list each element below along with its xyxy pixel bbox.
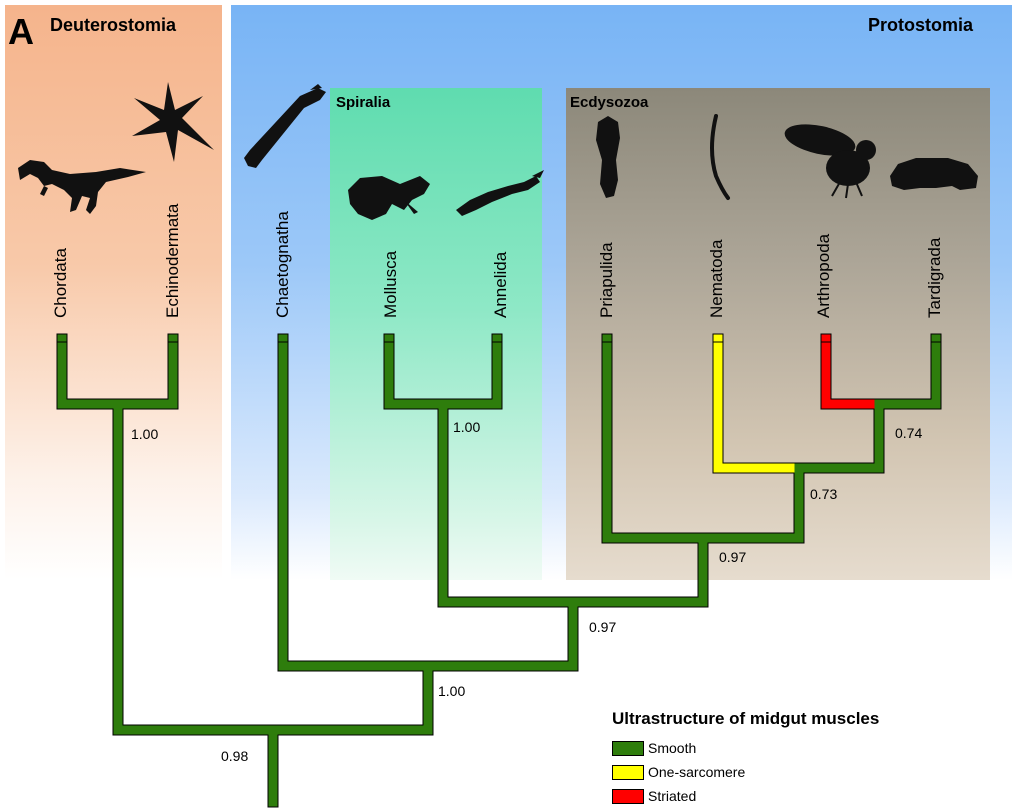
tip-cap-nematoda xyxy=(713,334,723,342)
support-panarthropoda: 0.74 xyxy=(895,425,922,441)
taxon-chaetognatha: Chaetognatha xyxy=(274,211,291,318)
support-ecdysozoa: 0.97 xyxy=(719,549,746,565)
taxon-annelida: Annelida xyxy=(492,252,509,318)
taxon-tardigrada: Tardigrada xyxy=(926,238,943,318)
legend-label-striated: Striated xyxy=(648,788,696,804)
legend-swatch-smooth xyxy=(612,741,644,756)
taxon-arthropoda: Arthropoda xyxy=(815,234,832,318)
support-deuterostomia: 1.00 xyxy=(131,426,158,442)
tip-cap-annelida xyxy=(492,334,502,342)
tip-cap-tardigrada xyxy=(931,334,941,342)
support-nematoda: 0.73 xyxy=(810,486,837,502)
legend-label-one-sarcomere: One-sarcomere xyxy=(648,764,745,780)
tip-cap-mollusca xyxy=(384,334,394,342)
taxon-mollusca: Mollusca xyxy=(382,251,399,318)
tip-cap-echinodermata xyxy=(168,334,178,342)
tip-cap-chordata xyxy=(57,334,67,342)
taxon-echinodermata: Echinodermata xyxy=(164,204,181,318)
legend-label-smooth: Smooth xyxy=(648,740,696,756)
legend-title: Ultrastructure of midgut muscles xyxy=(612,709,879,729)
support-protostomia: 1.00 xyxy=(438,683,465,699)
tip-cap-chaetognatha xyxy=(278,334,288,342)
taxon-priapulida: Priapulida xyxy=(598,242,615,318)
support-spiralia: 1.00 xyxy=(453,419,480,435)
taxon-nematoda: Nematoda xyxy=(708,240,725,318)
taxon-chordata: Chordata xyxy=(52,248,69,318)
support-protostomia-core: 0.97 xyxy=(589,619,616,635)
legend-swatch-one-sarcomere xyxy=(612,765,644,780)
support-root: 0.98 xyxy=(221,748,248,764)
legend-swatch-striated xyxy=(612,789,644,804)
tip-cap-arthropoda xyxy=(821,334,831,342)
tip-cap-priapulida xyxy=(602,334,612,342)
